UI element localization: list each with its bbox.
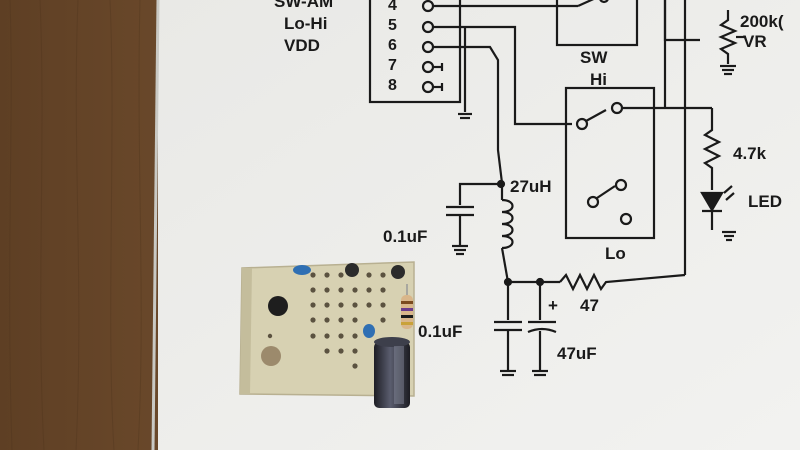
pin-number-8: 8 [388,77,397,94]
switch-label-sw: SW [580,48,608,67]
schematic [368,0,746,377]
signal-lo-hi: Lo-Hi [284,14,328,33]
cap-upper-label: 0.1uF [383,227,428,246]
sw-box [555,0,639,47]
resistor-4-7k-label: 4.7k [733,144,767,163]
hilo-box [564,86,656,240]
pin-number-5: 5 [388,17,397,34]
cap-lower-label: 0.1uF [418,322,463,341]
polarity-plus-label: + [548,296,558,315]
led-label: LED [748,192,782,211]
perfboard [239,261,415,408]
switch-label-hi: Hi [590,70,607,89]
resistor-47-label: 47 [580,296,599,315]
inductor-label: 27uH [510,177,552,196]
signal-vdd: VDD [284,36,320,55]
pin-number-6: 6 [388,37,397,54]
elec-cap-label: 47uF [557,344,597,363]
vr-name-label: VR [743,32,767,51]
wood-grain [9,0,142,450]
vr-value-label: 200k( [740,12,784,31]
pin-number-7: 7 [388,57,397,74]
pin-number-4: 4 [388,0,397,14]
switch-label-lo: Lo [605,244,626,263]
signal-sw-am: SW-AM [274,0,334,11]
